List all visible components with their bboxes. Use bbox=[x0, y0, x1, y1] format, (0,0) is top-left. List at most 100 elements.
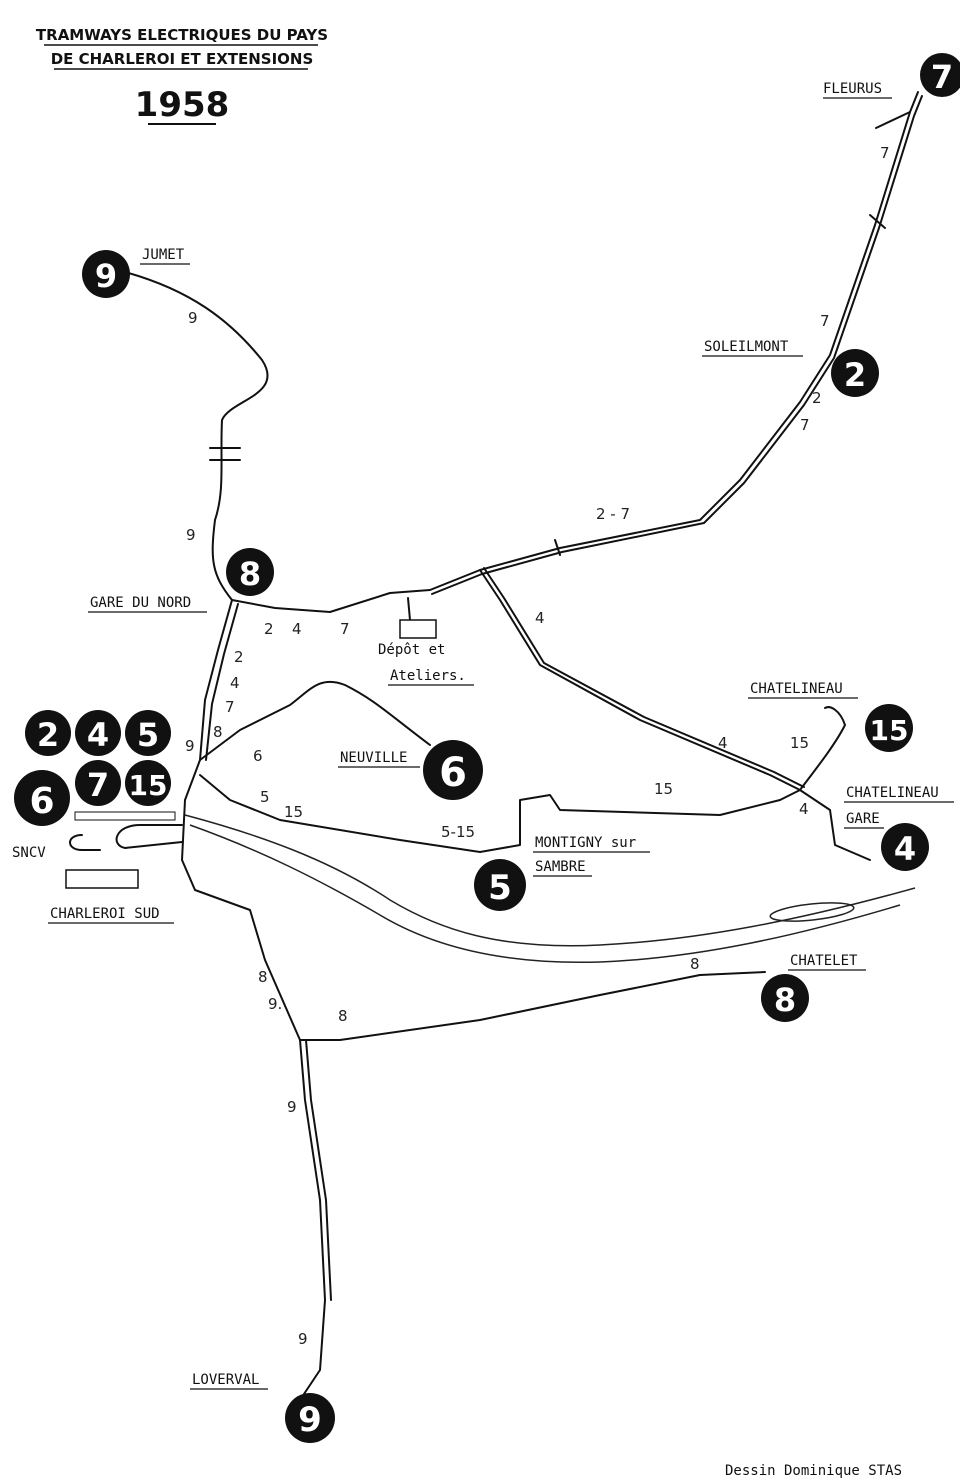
svg-text:5: 5 bbox=[137, 716, 159, 754]
track-number: 15 bbox=[790, 734, 809, 752]
track-number: 7 bbox=[820, 312, 830, 330]
label-chatelineau-gare-1: CHATELINEAU bbox=[846, 785, 939, 801]
track-number: 4 bbox=[799, 800, 809, 818]
track-number: 8 bbox=[213, 723, 223, 741]
track-number: 5 bbox=[260, 788, 270, 806]
track-number: 8 bbox=[338, 1007, 348, 1025]
title-block: TRAMWAYS ELECTRIQUES DU PAYS DE CHARLERO… bbox=[36, 26, 328, 125]
track-sncv bbox=[115, 824, 183, 849]
route-badge-fleurus: 7 bbox=[920, 53, 960, 97]
title-year: 1958 bbox=[135, 85, 230, 125]
track-nord-depot bbox=[231, 589, 431, 613]
track-number: 5-15 bbox=[441, 823, 475, 841]
route-badge-sud-4: 4 bbox=[75, 710, 121, 756]
svg-text:4: 4 bbox=[894, 830, 916, 868]
track-number: 7 bbox=[800, 416, 810, 434]
track-number: 2 bbox=[812, 389, 822, 407]
svg-text:7: 7 bbox=[87, 766, 109, 804]
track-number: 7 bbox=[340, 620, 350, 638]
title-line-2: DE CHARLEROI ET EXTENSIONS bbox=[51, 50, 314, 68]
track-number: 7 bbox=[880, 144, 890, 162]
route-badge-chatelineau: 15 bbox=[865, 704, 913, 752]
label-chatelineau-gare-2: GARE bbox=[846, 811, 880, 827]
route-badge-soleilmont: 2 bbox=[831, 349, 879, 397]
track-number: 9 bbox=[185, 737, 195, 755]
label-gare-du-nord: GARE DU NORD bbox=[90, 595, 191, 611]
svg-text:7: 7 bbox=[931, 58, 953, 96]
svg-text:15: 15 bbox=[870, 714, 909, 747]
route-badge-sud-2: 2 bbox=[25, 710, 71, 756]
svg-text:2: 2 bbox=[844, 356, 866, 394]
label-chatelineau: CHATELINEAU bbox=[750, 681, 843, 697]
title-line-1: TRAMWAYS ELECTRIQUES DU PAYS bbox=[36, 26, 328, 44]
svg-text:9: 9 bbox=[95, 257, 117, 295]
track-route-numbers: 7 7 2 7 9 2 - 7 9 4 2 4 7 2 4 7 9 8 6 5 … bbox=[185, 144, 890, 1348]
track-number: 8 bbox=[690, 955, 700, 973]
label-neuville: NEUVILLE bbox=[340, 750, 407, 766]
track-number: 9 bbox=[298, 1330, 308, 1348]
tram-tracks bbox=[69, 91, 923, 1401]
track-chatelet bbox=[299, 971, 766, 1041]
svg-text:2: 2 bbox=[37, 716, 59, 754]
track-line-4 bbox=[479, 569, 871, 861]
svg-text:6: 6 bbox=[439, 750, 467, 796]
route-badge-sud-7: 7 bbox=[75, 760, 121, 806]
place-labels: FLEURUS JUMET SOLEILMONT GARE DU NORD Dé… bbox=[12, 81, 954, 1390]
track-number: 9 bbox=[186, 526, 196, 544]
track-number: 7 bbox=[225, 698, 235, 716]
label-montigny-1: MONTIGNY sur bbox=[535, 835, 636, 851]
river-sambre bbox=[184, 814, 916, 964]
label-loverval: LOVERVAL bbox=[192, 1372, 259, 1388]
label-soleilmont: SOLEILMONT bbox=[704, 339, 789, 355]
track-chatelineau-15 bbox=[779, 706, 846, 801]
route-badge-chatelet: 8 bbox=[761, 974, 809, 1022]
route-badges: 7 9 2 8 15 4 6 5 8 9 2 4 5 6 7 15 bbox=[14, 53, 960, 1443]
track-number: 2 bbox=[264, 620, 274, 638]
svg-text:8: 8 bbox=[774, 981, 796, 1019]
route-badge-montigny: 5 bbox=[474, 859, 526, 911]
route-badge-sud-5: 5 bbox=[125, 710, 171, 756]
label-jumet: JUMET bbox=[142, 247, 185, 263]
route-badge-sud-6: 6 bbox=[14, 770, 70, 826]
track-number: 9. bbox=[268, 995, 282, 1013]
track-number: 2 - 7 bbox=[596, 505, 630, 523]
track-number: 4 bbox=[535, 609, 545, 627]
label-sncv: SNCV bbox=[12, 845, 46, 861]
depot-building bbox=[399, 619, 437, 639]
track-jumet bbox=[124, 271, 269, 601]
track-number: 9 bbox=[188, 309, 198, 327]
label-charleroi-sud: CHARLEROI SUD bbox=[50, 906, 160, 922]
label-montigny-2: SAMBRE bbox=[535, 859, 586, 875]
track-neuville bbox=[199, 680, 431, 761]
track-number: 6 bbox=[253, 747, 263, 765]
track-number: 4 bbox=[292, 620, 302, 638]
track-fleurus bbox=[429, 91, 919, 591]
label-depot-2: Ateliers. bbox=[390, 668, 466, 684]
route-badge-jumet: 9 bbox=[82, 250, 130, 298]
track-montigny bbox=[199, 774, 781, 853]
track-spine bbox=[181, 599, 301, 1041]
track-number: 15 bbox=[654, 780, 673, 798]
track-number: 4 bbox=[718, 734, 728, 752]
route-badge-loverval: 9 bbox=[285, 1393, 335, 1443]
svg-text:8: 8 bbox=[239, 555, 261, 593]
track-number: 8 bbox=[258, 968, 268, 986]
label-fleurus: FLEURUS bbox=[823, 81, 882, 97]
label-chatelet: CHATELET bbox=[790, 953, 858, 969]
svg-text:6: 6 bbox=[29, 781, 54, 822]
track-number: 4 bbox=[230, 674, 240, 692]
svg-text:15: 15 bbox=[129, 769, 168, 802]
route-badge-sud-15: 15 bbox=[125, 760, 171, 806]
map-credit: Dessin Dominique STAS bbox=[725, 1463, 902, 1479]
track-loverval bbox=[299, 1039, 326, 1401]
route-badge-gare-du-nord: 8 bbox=[226, 548, 274, 596]
track-number: 9 bbox=[287, 1098, 297, 1116]
svg-text:4: 4 bbox=[87, 716, 109, 754]
svg-text:5: 5 bbox=[488, 868, 512, 908]
track-number: 15 bbox=[284, 803, 303, 821]
track-fleurus-2 bbox=[431, 95, 923, 595]
charleroi-sud-station bbox=[65, 869, 139, 889]
track-number: 2 bbox=[234, 648, 244, 666]
route-badge-neuville: 6 bbox=[423, 740, 483, 800]
